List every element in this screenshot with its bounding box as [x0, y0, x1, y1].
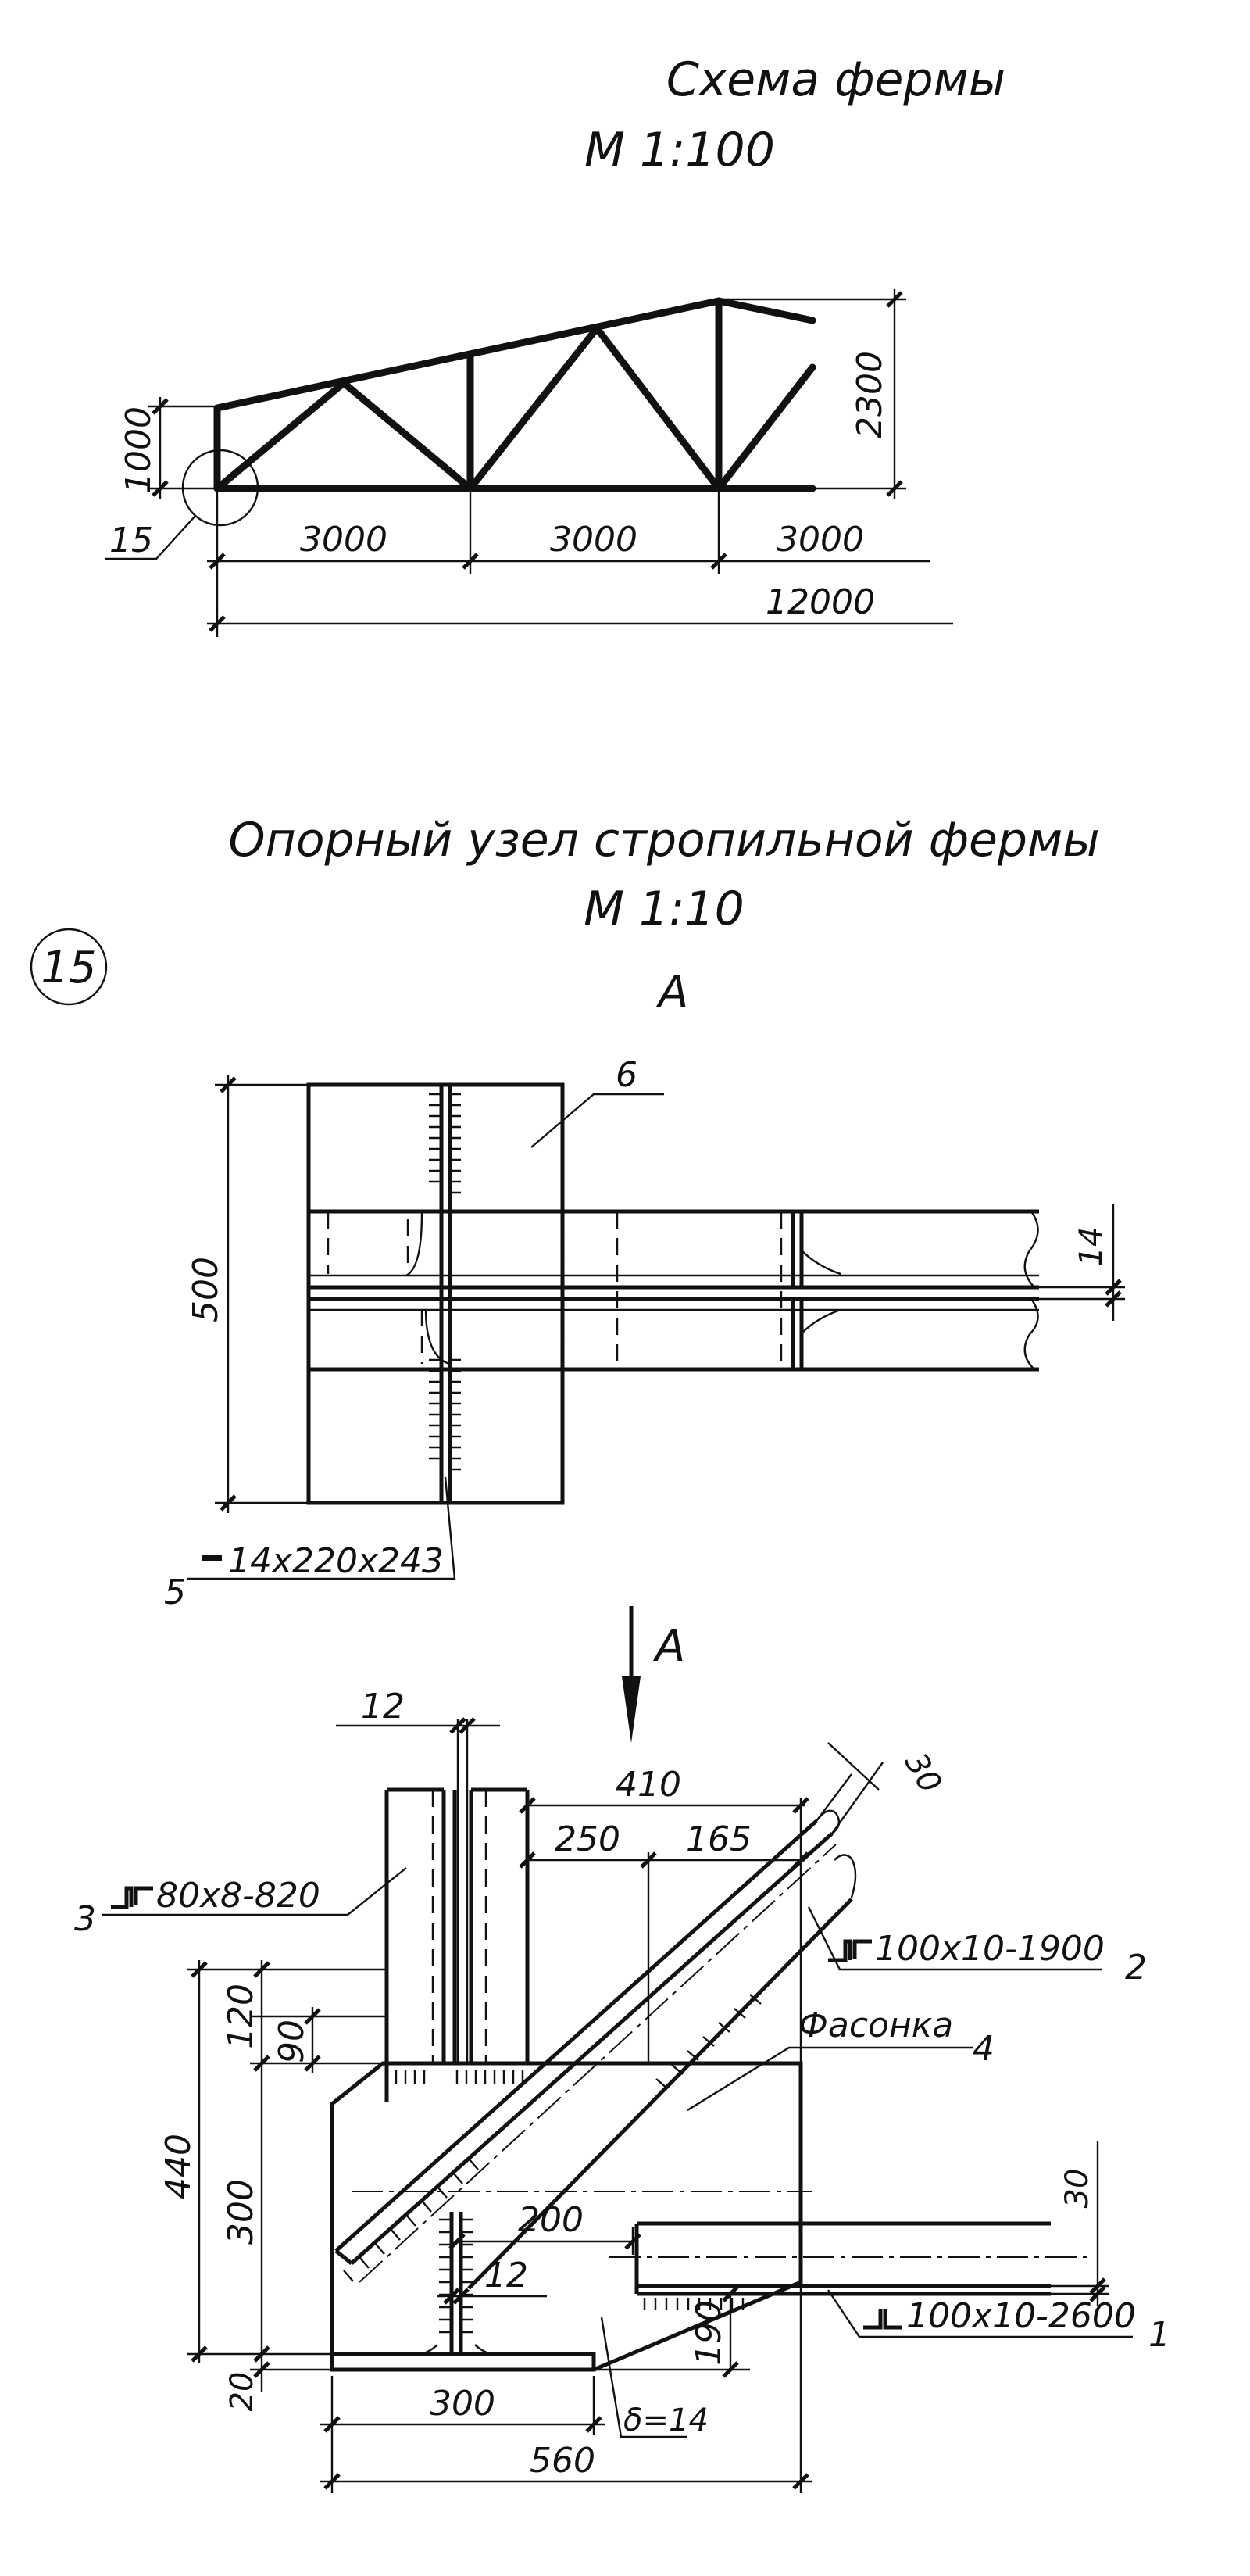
dim-250-text: 250: [555, 1819, 620, 1859]
dim-12-bottom-text: 12: [484, 2256, 528, 2295]
diagonal-angle-2: [334, 1809, 857, 2290]
dim-560-text: 560: [530, 2441, 595, 2481]
callout-2-number: 2: [1125, 1948, 1147, 1987]
view-arrow-a-label: А: [653, 1621, 685, 1672]
callout-1: 100х10-2600 1: [827, 2289, 1170, 2355]
view-a-weld-ticks: [429, 1093, 461, 1471]
dim-12000-text: 12000: [766, 582, 875, 622]
dim-12-bottom: 12: [438, 2256, 547, 2305]
callout-3-leader: [102, 1867, 407, 1916]
double-angle-icon-3: [863, 2309, 902, 2330]
dim-200-text: 200: [518, 2200, 584, 2240]
dim-300-vertical-text: 300: [221, 2179, 261, 2245]
dim-bottom-horizontal: 300 560: [320, 2286, 812, 2493]
callout-4-number: 4: [973, 2029, 995, 2069]
dim-12000: 12000: [207, 582, 953, 632]
callout-5-number: 5: [164, 1572, 186, 1612]
dim-12-top-text: 12: [361, 1687, 405, 1726]
callout-3-text: 80х8-820: [156, 1876, 320, 1916]
bottom-chord-angle-1: [609, 2221, 1094, 2310]
view-a-dim-14-text: 14: [1073, 1227, 1109, 1267]
view-a: 500 14 6 14х220х243 5: [164, 1055, 1125, 1612]
dim-30-diagonal: 30: [816, 1742, 948, 1834]
view-a-dim-500-text: 500: [186, 1257, 226, 1322]
dim-panels: 3000 3000 3000: [207, 492, 930, 637]
view-a-dim-500: 500: [186, 1075, 309, 1513]
dim-20-text: 20: [224, 2372, 260, 2412]
callout-3: 80х8-820 3: [74, 1867, 407, 1939]
dim-1000: 1000: [119, 397, 219, 499]
truss-title: Схема фермы: [666, 52, 1005, 107]
callout-1-leader: [827, 2289, 1133, 2338]
plate-section-icon: [202, 1555, 222, 1561]
view-arrow-a: А: [622, 1606, 685, 1743]
callout-3-number: 3: [74, 1899, 96, 1939]
callout-4-label: Фасонка: [798, 2005, 953, 2045]
dim-120-text: 120: [221, 1984, 261, 2049]
callout-1-text: 100х10-2600: [906, 2296, 1136, 2336]
dim-165-text: 165: [686, 1819, 752, 1859]
dim-300-horizontal-text: 300: [430, 2384, 495, 2424]
dim-2300-text: 2300: [850, 351, 890, 438]
callout-6-leader: [530, 1093, 664, 1148]
dim-30-right-text: 30: [1059, 2169, 1095, 2209]
view-a-dim-14: 14: [1039, 1204, 1125, 1321]
truss-scale: М 1:100: [584, 123, 775, 177]
view-a-label: А: [656, 967, 688, 1018]
node-number-circle: [30, 928, 108, 1006]
dim-panel-1-text: 3000: [300, 520, 388, 560]
dim-190: 190: [594, 2285, 750, 2378]
dim-440-text: 440: [159, 2134, 198, 2199]
node-15-label: 15: [109, 521, 153, 560]
dim-410-text: 410: [616, 1765, 681, 1805]
double-angle-icon-2: [828, 1939, 872, 1962]
thickness-label: δ=14: [623, 2402, 709, 2438]
base-plate: [330, 2352, 596, 2372]
support-node-title: Опорный узел стропильной фермы: [228, 813, 1099, 868]
top-chord: [213, 297, 816, 492]
dim-200: 200: [448, 2200, 641, 2255]
view-a-chord: [309, 1209, 1039, 1372]
dim-2300: 2300: [723, 289, 906, 499]
double-angle-icon: [111, 1886, 153, 1909]
callout-6-number: 6: [616, 1055, 638, 1095]
callout-4-leader: [687, 2046, 973, 2112]
bottom-stiffener: [421, 2212, 491, 2356]
support-node-header: Опорный узел стропильной фермы М 1:10 15…: [30, 813, 1100, 1018]
node-number: 15: [41, 943, 96, 993]
callout-4: Фасонка 4: [687, 2005, 995, 2112]
dim-panel-2-text: 3000: [550, 520, 638, 560]
callout-1-number: 1: [1148, 2315, 1170, 2355]
truss-diagonals: [213, 324, 816, 492]
post-angle-3: [384, 1719, 530, 2102]
callout-2: 100х10-1900 2: [807, 1906, 1147, 1987]
dim-1000-text: 1000: [119, 406, 159, 494]
dim-30-diagonal-text: 30: [898, 1747, 948, 1799]
dim-90-text: 90: [272, 2020, 312, 2063]
dim-30-right: 30: [1051, 2141, 1109, 2306]
callout-5-text: 14х220х243: [228, 1541, 444, 1581]
callout-2-leader: [807, 1906, 1102, 1971]
view-a-plate: [306, 1082, 565, 1505]
truss-scheme: Схема фермы М 1:100 15 1000: [105, 52, 1005, 637]
truss-members: [213, 297, 816, 492]
thickness-leader: [600, 2317, 688, 2438]
dim-panel-3-text: 3000: [777, 520, 864, 560]
support-node-scale: М 1:10: [584, 882, 745, 936]
node-15-leader: [105, 515, 196, 560]
callout-2-text: 100х10-1900: [875, 1929, 1105, 1969]
dim-left-vertical: 120 90 440 300 20: [159, 1960, 387, 2411]
dim-top-horizontal: 410 250 165: [519, 1765, 809, 2063]
dim-190-text: 190: [689, 2300, 729, 2366]
callout-5-leader: [188, 1476, 456, 1580]
dim-12-top: 12: [336, 1687, 500, 1734]
elevation: 12 410 250 165 30: [74, 1687, 1170, 2493]
